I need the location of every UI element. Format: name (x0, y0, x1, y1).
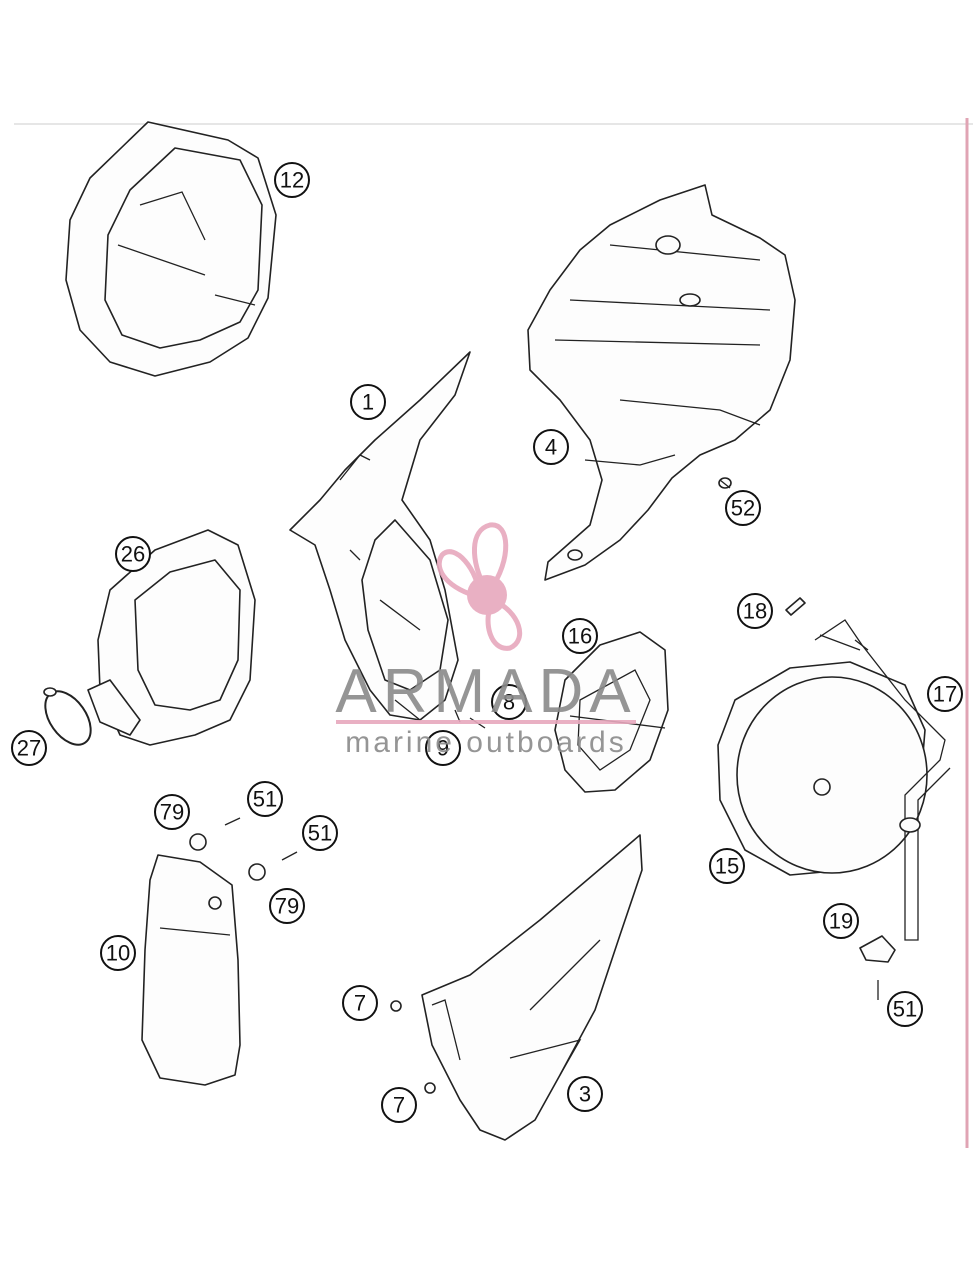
callout-79-upper: 79 (154, 794, 190, 830)
svg-text:18: 18 (743, 599, 767, 624)
fasteners (189, 479, 879, 1094)
watermark: ARMADA marine outboards (335, 522, 636, 759)
callout-52: 52 (725, 490, 761, 526)
svg-text:79: 79 (275, 894, 299, 919)
part-air-box (289, 351, 471, 721)
part-side-plate-left (141, 854, 241, 1086)
callout-51-middle: 51 (302, 815, 338, 851)
svg-text:3: 3 (579, 1082, 591, 1107)
callout-17: 17 (927, 676, 963, 712)
propeller-logo-icon (436, 522, 523, 651)
callout-79-lower: 79 (269, 888, 305, 924)
callout-51-upper: 51 (247, 781, 283, 817)
callout-15: 15 (709, 848, 745, 884)
svg-text:26: 26 (121, 542, 145, 567)
svg-text:51: 51 (253, 787, 277, 812)
callout-27: 27 (11, 730, 47, 766)
part-clip (859, 935, 896, 963)
callout-16: 16 (562, 618, 598, 654)
part-air-filter (717, 661, 928, 876)
callout-7-upper: 7 (342, 985, 378, 1021)
part-filter-cage (554, 631, 669, 793)
watermark-tagline: marine outboards (345, 726, 626, 759)
part-side-panel-right (421, 834, 643, 1141)
part-filter-holder (814, 619, 951, 941)
svg-text:1: 1 (362, 390, 374, 415)
callout-18: 18 (737, 593, 773, 629)
part-hose-clamp (43, 687, 92, 746)
svg-text:10: 10 (106, 941, 130, 966)
callout-26: 26 (115, 536, 151, 572)
svg-text:8: 8 (503, 690, 515, 715)
svg-text:4: 4 (545, 435, 557, 460)
svg-text:51: 51 (893, 997, 917, 1022)
svg-text:79: 79 (160, 800, 184, 825)
svg-text:9: 9 (437, 736, 449, 761)
callout-3: 3 (567, 1076, 603, 1112)
part-pin (785, 597, 806, 616)
callout-4: 4 (533, 429, 569, 465)
callout-51-lower: 51 (887, 991, 923, 1027)
callout-1: 1 (350, 384, 386, 420)
svg-text:7: 7 (354, 991, 366, 1016)
svg-text:27: 27 (17, 736, 41, 761)
svg-text:15: 15 (715, 854, 739, 879)
callout-7-lower: 7 (381, 1087, 417, 1123)
callout-10: 10 (100, 935, 136, 971)
callout-8: 8 (491, 684, 527, 720)
callout-9: 9 (425, 730, 461, 766)
svg-text:17: 17 (933, 682, 957, 707)
part-air-filter-cover (65, 121, 277, 377)
callout-12: 12 (274, 162, 310, 198)
svg-text:12: 12 (280, 168, 304, 193)
svg-text:7: 7 (393, 1093, 405, 1118)
svg-text:51: 51 (308, 821, 332, 846)
part-intake-boot (87, 529, 256, 746)
svg-text:19: 19 (829, 909, 853, 934)
watermark-brand: ARMADA (335, 657, 636, 726)
callout-19: 19 (823, 903, 859, 939)
svg-text:52: 52 (731, 496, 755, 521)
part-rear-fender (527, 184, 796, 581)
svg-text:16: 16 (568, 624, 592, 649)
